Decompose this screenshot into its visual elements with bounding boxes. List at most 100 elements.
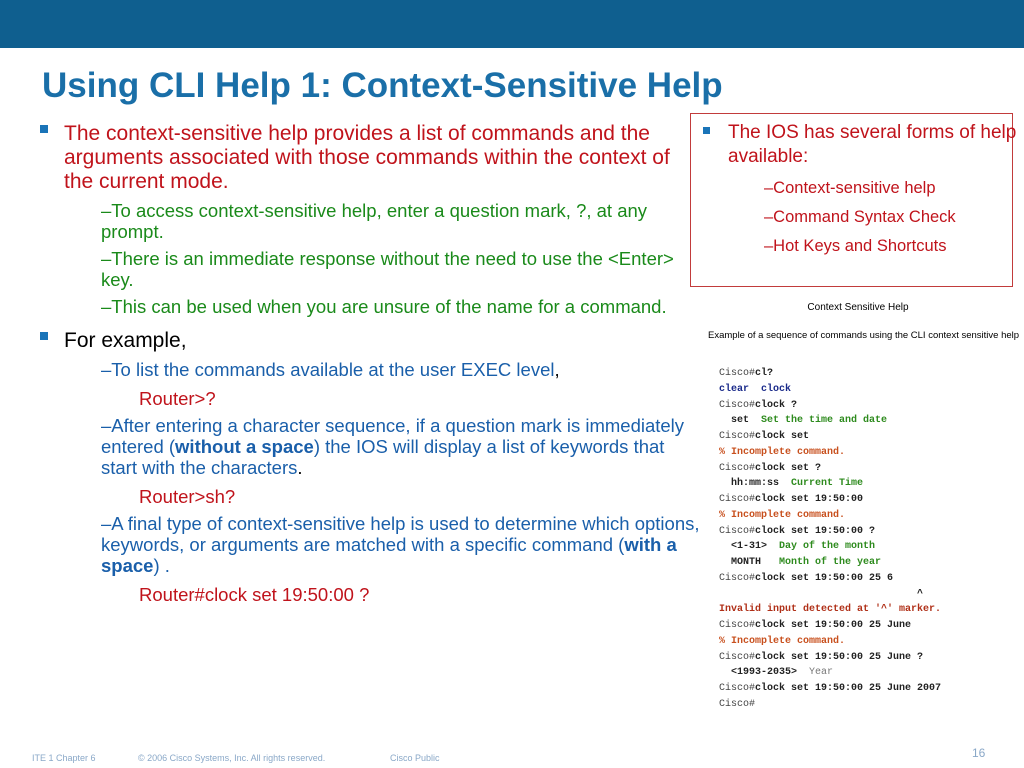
cli-cmd-text: clock set 19:50:00 25 June 2007 [755, 683, 942, 694]
square-bullet-icon [40, 125, 48, 133]
example-text: –To list the commands available at the u… [101, 359, 555, 380]
cli-cmd-text: ^ [719, 588, 924, 600]
example-text: –After entering a character sequence, if… [101, 415, 685, 457]
example-text: ) . [153, 555, 170, 576]
example-command: Router>? [139, 388, 216, 409]
cli-line: Invalid input detected at '^' marker. [719, 604, 941, 616]
cli-line: Cisco#clock set [719, 431, 809, 443]
cli-cmd-text: <1993-2035> [719, 667, 810, 679]
cli-err-text: % Incomplete command. [719, 635, 846, 647]
cli-line: Cisco#clock set 19:50:00 [719, 494, 863, 506]
cli-prompt-text: Cisco# [719, 620, 756, 631]
cli-line: % Incomplete command. [719, 510, 845, 522]
cli-line: Cisco#clock set ? [719, 463, 821, 475]
cli-inv-text: Invalid input detected at '^' marker. [719, 604, 942, 616]
sub-item-unsure: –This can be used when you are unsure of… [101, 296, 667, 317]
top-banner [0, 0, 1024, 48]
cli-cmd-text: clock set [755, 431, 810, 442]
cli-cmd-text: hh:mm:ss [719, 478, 792, 490]
example-period: . [297, 457, 303, 478]
cli-err-text: % Incomplete command. [719, 446, 846, 458]
cli-ann-text: Day of the month [779, 541, 876, 553]
cli-line: ^ [719, 589, 923, 601]
cli-prompt-text: Cisco# [719, 494, 756, 505]
figure-title: Context Sensitive Help [807, 302, 909, 313]
square-bullet-icon [40, 332, 48, 340]
example-text: –A final type of context-sensitive help … [101, 513, 700, 555]
cli-cmd-text: clock ? [755, 399, 798, 411]
help-form-item: –Hot Keys and Shortcuts [764, 237, 947, 255]
cli-line: clear clock [719, 384, 791, 396]
help-forms-box: The IOS has several forms of help availa… [690, 113, 1016, 287]
cli-line: Cisco#clock set 19:50:00 25 June [719, 620, 911, 632]
cli-prompt-text: Cisco# [719, 683, 756, 694]
cli-cmd-text: <1-31> [719, 541, 780, 553]
cli-prompt-text: Cisco# [719, 572, 756, 584]
example-text: ) the IOS will display a list of keyword… [101, 436, 665, 478]
cli-line: % Incomplete command. [719, 447, 845, 459]
example-command: Router>sh? [139, 486, 236, 507]
example-final-type: –A final type of context-sensitive help … [36, 513, 701, 576]
cli-line: Cisco#clock set 19:50:00 ? [719, 526, 875, 538]
cli-line: set Set the time and date [719, 415, 887, 427]
cli-cmd-text: clock set ? [755, 462, 822, 474]
cli-cmd-text: clock set 19:50:00 25 June ? [755, 651, 924, 663]
example-comma: , [554, 359, 560, 380]
cli-line: hh:mm:ss Current Time [719, 478, 863, 490]
cli-prompt-text: Cisco# [719, 431, 756, 442]
cli-line: % Incomplete command. [719, 636, 845, 648]
cli-line: Cisco#clock set 19:50:00 25 June 2007 [719, 683, 941, 695]
slide-title: Using CLI Help 1: Context-Sensitive Help [42, 66, 723, 105]
cli-cmd-text: clock set 19:50:00 [755, 494, 864, 505]
example-list-commands: –To list the commands available at the u… [36, 359, 701, 380]
page-number: 16 [972, 746, 986, 760]
cli-prompt-text: Cisco# [719, 462, 756, 474]
example-command: Router#clock set 19:50:00 ? [139, 584, 370, 605]
square-bullet-icon [703, 127, 710, 134]
cli-navy-text: clear clock [719, 383, 792, 395]
footer-course: ITE 1 Chapter 6 [32, 753, 96, 763]
bullet-text: The context-sensitive help provides a li… [64, 122, 670, 193]
footer-copyright: © 2006 Cisco Systems, Inc. All rights re… [138, 753, 326, 763]
cli-prompt-text: Cisco# [719, 368, 756, 379]
help-form-item: –Context-sensitive help [764, 179, 936, 197]
heading-text: The IOS has several forms of help availa… [728, 122, 1017, 167]
cli-line: MONTH Month of the year [719, 557, 881, 569]
cli-line: Cisco# [719, 699, 755, 711]
cli-ann-text: Set the time and date [761, 415, 888, 427]
help-forms-heading: The IOS has several forms of help availa… [691, 114, 1024, 169]
main-content: The context-sensitive help provides a li… [36, 122, 701, 605]
cli-example-figure: Context Sensitive Help Example of a sequ… [708, 302, 1020, 341]
cli-prompt-text: Cisco# [719, 651, 756, 663]
help-form-item: –Command Syntax Check [764, 208, 956, 226]
cli-cmd-text: clock set 19:50:00 ? [755, 525, 876, 537]
cli-prompt-text: Cisco# [719, 525, 756, 537]
cli-yr-text: Year [809, 667, 834, 679]
cli-line: <1993-2035> Year [719, 667, 833, 679]
bullet-text: For example, [64, 329, 187, 352]
cli-ann-text: Current Time [791, 478, 864, 490]
cli-cmd-text: set [719, 415, 762, 427]
cli-cmd-text: MONTH [719, 557, 780, 568]
cli-prompt-text: Cisco# [719, 698, 756, 710]
footer-classification: Cisco Public [390, 753, 440, 763]
cli-line: Cisco#clock ? [719, 400, 797, 412]
cli-line: Cisco#clock set 19:50:00 25 June ? [719, 652, 923, 664]
cli-cmd-text: cl? [755, 368, 774, 379]
cli-line: Cisco#cl? [719, 368, 773, 380]
figure-subtitle: Example of a sequence of commands using … [708, 330, 1020, 341]
cli-ann-text: Month of the year [779, 557, 882, 568]
cli-line: <1-31> Day of the month [719, 541, 875, 553]
cli-cmd-text: clock set 19:50:00 25 6 [755, 572, 894, 584]
emphasis-text: with a space [101, 534, 677, 576]
cli-line: Cisco#clock set 19:50:00 25 6 [719, 573, 893, 585]
cli-err-text: % Incomplete command. [719, 509, 846, 521]
example-character-sequence: –After entering a character sequence, if… [36, 415, 701, 478]
sub-item-immediate: –There is an immediate response without … [101, 248, 674, 290]
cli-cmd-text: clock set 19:50:00 25 June [755, 620, 912, 631]
bullet-context-help: The context-sensitive help provides a li… [36, 122, 701, 194]
cli-prompt-text: Cisco# [719, 399, 756, 411]
bullet-for-example: For example, [36, 329, 701, 353]
sub-item-access: –To access context-sensitive help, enter… [101, 200, 648, 242]
emphasis-text: without a space [175, 436, 314, 457]
